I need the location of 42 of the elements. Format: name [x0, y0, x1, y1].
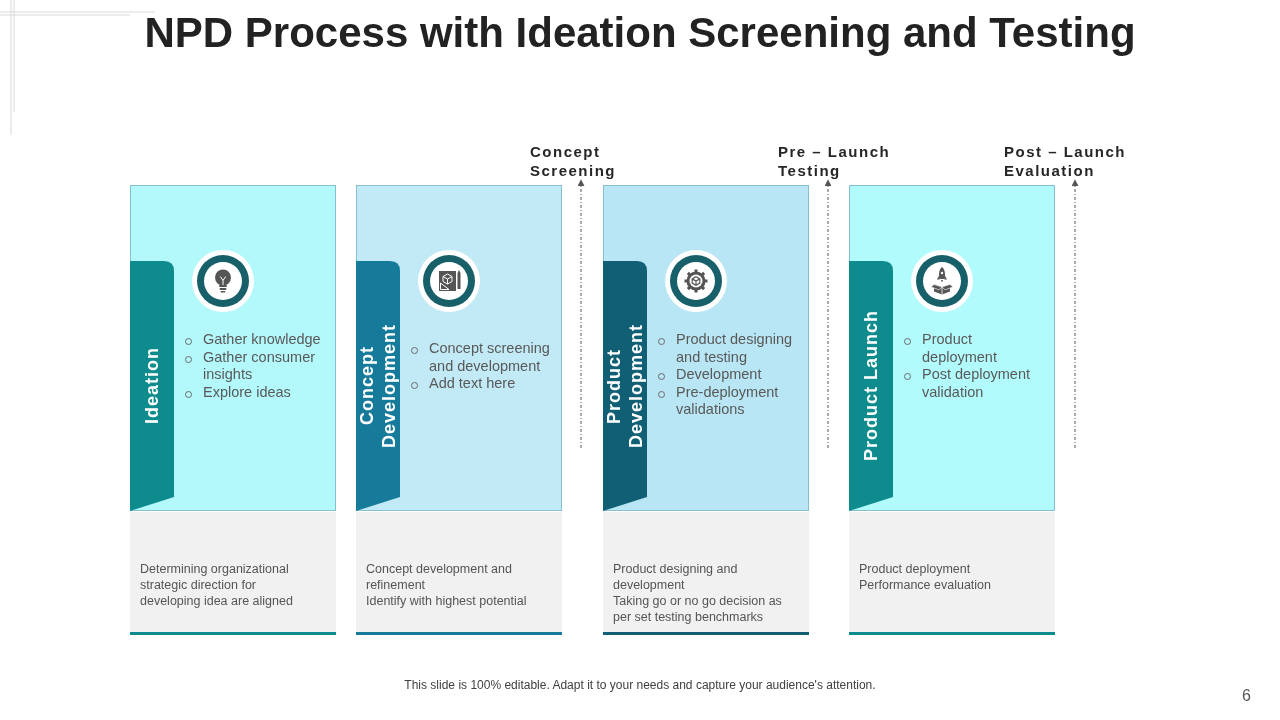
stage-title: Concept Development	[356, 323, 400, 450]
description-text: Concept development and refinement	[366, 561, 513, 593]
list-item-text: Add text here	[429, 375, 517, 393]
milestone-label: Pre – Launch Testing	[778, 142, 898, 180]
list-item-text: Explore ideas	[203, 383, 292, 401]
dashed-arrow	[824, 179, 832, 449]
milestone-label: Concept Screening	[530, 142, 622, 180]
dashed-arrow	[1071, 179, 1079, 449]
list-item-text: Product deployment	[922, 331, 998, 366]
list-item-text: Product designing and testing	[676, 331, 794, 366]
description-text: Performance evaluation	[859, 577, 993, 593]
stage-tab	[130, 261, 174, 511]
description-panel	[130, 512, 336, 635]
list-item-text: Post deployment validation	[922, 366, 1031, 401]
stage-title: Ideation	[141, 347, 163, 425]
stage-title: Product Development	[603, 323, 647, 450]
page-number: 6	[1242, 687, 1251, 705]
stage-panel	[130, 185, 336, 511]
stage-title: Product Launch	[860, 310, 882, 462]
stage-panel	[603, 185, 809, 511]
description-text: Determining organizational strategic direction for developing idea are aligned	[140, 561, 294, 609]
description-text: Identify with highest potential	[366, 593, 528, 609]
stage-tab	[849, 261, 893, 511]
list-item-text: Pre-deployment validations	[676, 383, 780, 419]
description-panel	[603, 512, 809, 635]
description-text: Taking go or no go decision as per set testing benchmarks	[613, 593, 783, 625]
list-item-text: Gather knowledge	[203, 331, 322, 349]
milestone-label: Post – Launch Evaluation	[1004, 142, 1134, 180]
stage-tab	[603, 261, 647, 511]
description-panel	[849, 512, 1055, 635]
stage-panel	[849, 185, 1055, 511]
list-item-text: Development	[676, 366, 763, 384]
description-panel	[356, 512, 562, 635]
description-text: Product designing and development	[613, 561, 739, 593]
footer-note: This slide is 100% editable. Adapt it to your needs and capture your audience's attention.	[404, 678, 876, 693]
stage-tab	[356, 261, 400, 511]
description-text: Product deployment	[859, 561, 972, 577]
dashed-arrow	[577, 179, 585, 449]
list-item-text: Gather consumer insights	[203, 348, 317, 384]
slide-title: NPD Process with Ideation Screening and Testing	[144, 9, 1136, 57]
stage-panel	[356, 185, 562, 511]
list-item-text: Concept screening and development	[429, 340, 551, 375]
